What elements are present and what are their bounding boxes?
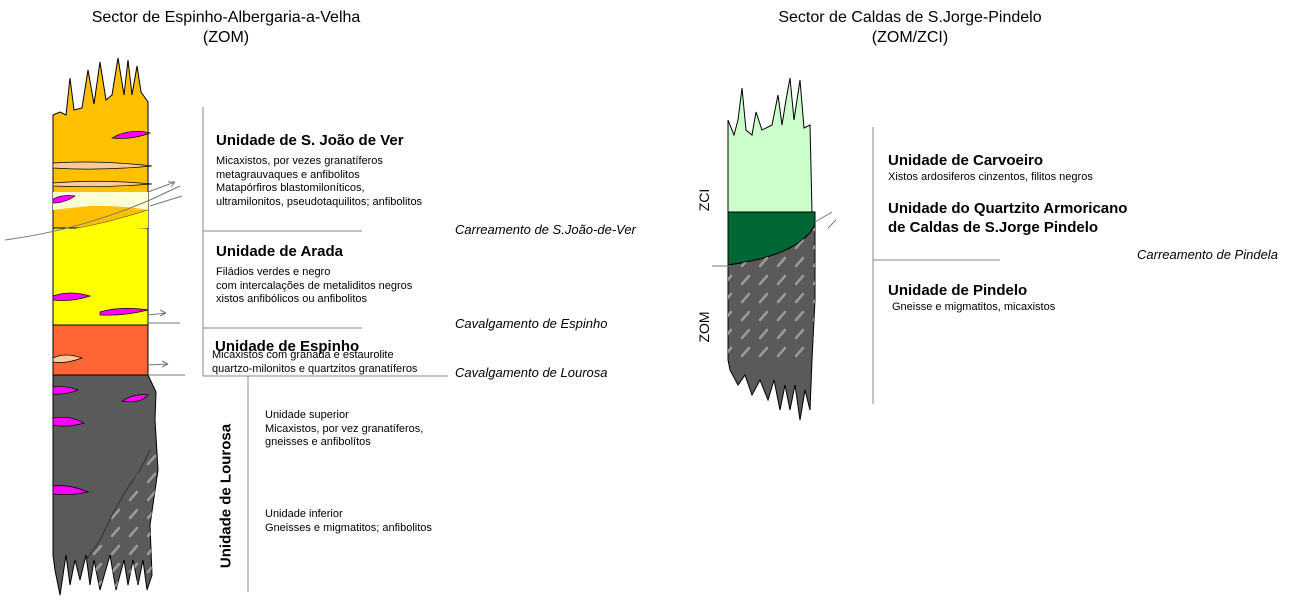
zone-label-zom: ZOM — [696, 311, 712, 343]
contact-pindela: Carreamento de Pindela — [1137, 247, 1278, 262]
magenta-lens — [121, 394, 149, 403]
left-column — [4, 57, 185, 596]
unit-arada-desc: Filádios verdes e negro com intercalaçõe… — [216, 266, 413, 305]
lourosa-lower-hatch — [86, 445, 158, 590]
contact-sao-joao-de-ver: Carreamento de S.João-de-Ver — [455, 222, 636, 237]
right-title-line2: (ZOM/ZCI) — [871, 29, 949, 46]
carvoeiro-layer — [727, 77, 813, 213]
unit-arada: Unidade de Arada — [216, 243, 343, 260]
pale-lens — [52, 161, 153, 170]
unit-pindelo: Unidade de Pindelo — [888, 282, 1028, 299]
unit-carvoeiro: Unidade de Carvoeiro — [888, 152, 1044, 169]
right-title-line1: Sector de Caldas de S.Jorge-Pindelo — [778, 9, 1042, 26]
unit-lourosa-label: Unidade de Lourosa — [217, 423, 235, 569]
sao-joao-de-ver-layer — [52, 57, 149, 231]
magenta-lens — [52, 195, 76, 204]
magenta-lens — [99, 308, 149, 316]
right-column — [712, 77, 837, 421]
unit-quartzito-armoricano: Unidade do Quartzito Armoricano de Calda… — [888, 200, 1128, 236]
pale-lens — [52, 354, 84, 363]
magenta-lens — [52, 485, 90, 496]
contact-lourosa: Cavalgamento de Lourosa — [455, 365, 608, 380]
pale-band — [53, 192, 148, 210]
pale-lens — [52, 180, 153, 188]
magenta-lens — [52, 292, 92, 301]
right-brackets — [872, 127, 1000, 404]
unit-sao-joao-de-ver-desc: Micaxistos, por vezes granatíferos metag… — [216, 155, 423, 208]
magenta-lens — [110, 131, 152, 139]
magenta-lens — [52, 416, 85, 427]
left-brackets — [202, 107, 448, 592]
unit-sao-joao-de-ver: Unidade de S. João de Ver — [216, 132, 404, 149]
unit-espinho-desc: Micaxistos com granada e estaurolite qua… — [212, 349, 418, 375]
unit-pindelo-desc: Gneisse e migmatitos, micaxistos — [892, 301, 1056, 313]
right-title: Sector de Caldas de S.Jorge-Pindelo (ZOM… — [700, 8, 1120, 48]
unit-espinho: Unidade de Espinho — [215, 338, 360, 355]
contact-espinho: Cavalgamento de Espinho — [455, 316, 608, 331]
espinho-layer — [52, 324, 149, 376]
left-title-line2: (ZOM) — [202, 29, 250, 46]
left-title: Sector de Espinho-Albergaria-a-Velha (ZO… — [26, 8, 426, 48]
left-title-line1: Sector de Espinho-Albergaria-a-Velha — [91, 9, 361, 26]
lourosa-upper-desc: Unidade superior Micaxistos, por vez gra… — [265, 409, 424, 448]
zone-label-zci: ZCI — [696, 188, 712, 212]
lourosa-lower-desc: Unidade inferior Gneisses e migmatitos; … — [265, 508, 432, 534]
unit-carvoeiro-desc: Xistos ardosiferos cinzentos, filitos ne… — [888, 171, 1093, 183]
magenta-lens — [52, 386, 79, 395]
